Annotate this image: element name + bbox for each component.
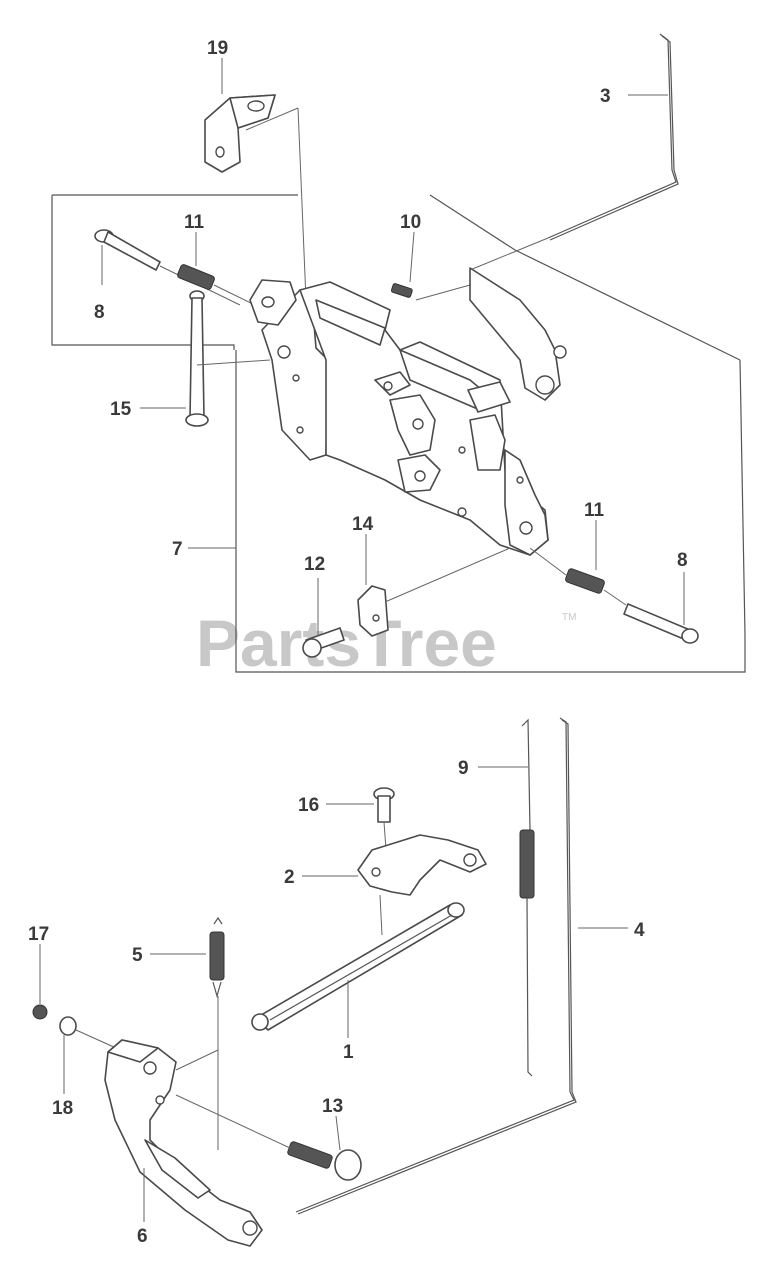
watermark-trademark: TM [562, 612, 576, 623]
callout-11-upper: 11 [184, 212, 205, 233]
control-bracket-assembly [249, 267, 567, 556]
part-4-rod [295, 717, 577, 1215]
part-19-bracket [204, 94, 307, 301]
part-8-screw-upper [94, 229, 241, 306]
callout-6: 6 [137, 1226, 148, 1247]
leader-lines [39, 58, 685, 1222]
part-13-bolt [175, 1094, 362, 1181]
assembly-boundary-box [51, 194, 746, 673]
callout-16: 16 [298, 795, 319, 816]
part-16-screw [373, 787, 395, 851]
callout-15: 15 [110, 399, 132, 420]
callout-4: 4 [634, 920, 645, 941]
part-5-spring [209, 916, 225, 1150]
callout-2: 2 [284, 867, 295, 888]
callout-11-lower: 11 [584, 500, 605, 521]
watermark-logo: PartsTree [196, 606, 497, 680]
callout-18: 18 [52, 1098, 73, 1119]
part-1-shaft [251, 902, 465, 1031]
callout-17: 17 [28, 924, 49, 945]
part-11-spring-upper [177, 264, 256, 306]
part-10-screw [390, 283, 471, 301]
callout-3: 3 [600, 86, 611, 107]
callout-10: 10 [400, 212, 421, 233]
part-9-spring-rod [519, 718, 535, 1077]
part-2-lever [357, 834, 487, 936]
callout-8-upper: 8 [94, 302, 105, 323]
callout-1: 1 [343, 1042, 354, 1063]
callout-9: 9 [458, 758, 469, 779]
part-12-screw [302, 627, 345, 658]
callout-7: 7 [172, 539, 183, 560]
callout-13: 13 [322, 1096, 343, 1117]
part-3-rod [469, 33, 679, 271]
part-15-screw [185, 290, 271, 427]
part-14-clip [357, 547, 511, 637]
part-8-screw-lower [603, 589, 699, 644]
callout-5: 5 [132, 945, 143, 966]
callout-14: 14 [352, 514, 374, 535]
part-18-washer [59, 1016, 117, 1049]
callout-12: 12 [304, 554, 325, 575]
part-11-spring-lower [529, 547, 605, 594]
callout-8-lower: 8 [677, 550, 688, 571]
callout-19: 19 [207, 38, 228, 59]
part-17-nut [32, 1004, 48, 1020]
part-6-throttle-lever [104, 1039, 263, 1247]
